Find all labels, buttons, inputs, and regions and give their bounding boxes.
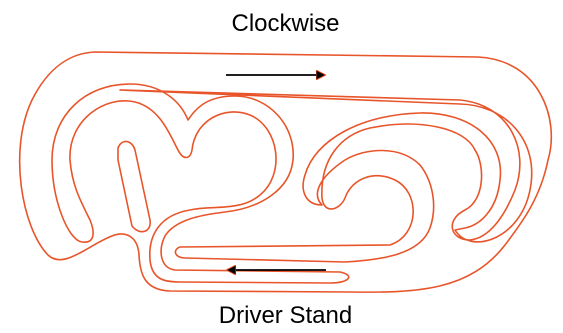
track-outer-edge bbox=[18, 51, 553, 293]
direction-label: Clockwise bbox=[231, 10, 340, 37]
track-left-loop bbox=[51, 83, 350, 284]
track-inner-edge bbox=[119, 89, 533, 263]
driver-stand-label: Driver Stand bbox=[218, 302, 353, 329]
track-left-hairpin bbox=[117, 140, 151, 233]
